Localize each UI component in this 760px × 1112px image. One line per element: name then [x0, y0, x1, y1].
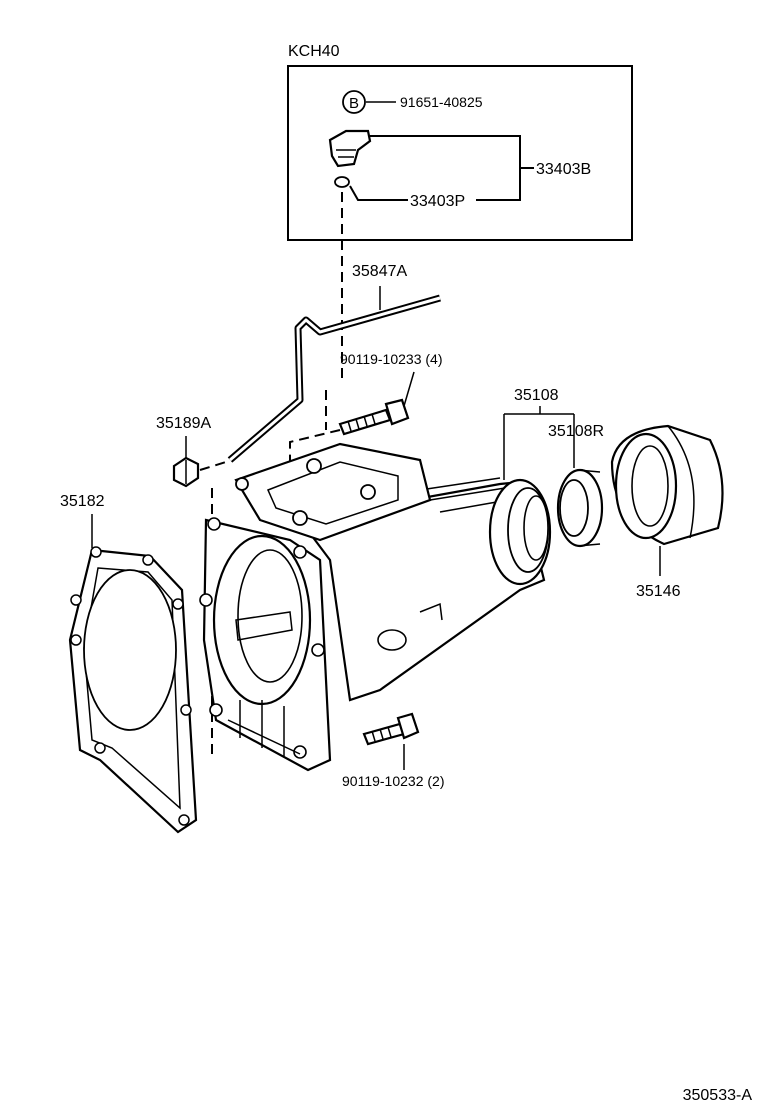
bolt-lower — [362, 712, 420, 746]
drain-plug — [172, 456, 200, 488]
oil-seal — [556, 468, 604, 548]
dust-deflector — [610, 424, 724, 546]
bolt-marker: B — [342, 90, 366, 114]
label-35189a: 35189A — [156, 415, 211, 432]
label-33403p: 33403P — [410, 193, 465, 210]
label-35847a: 35847A — [352, 263, 407, 280]
label-91651-40825: 91651-40825 — [400, 94, 483, 110]
extension-housing — [199, 442, 552, 772]
label-90119-10232: 90119-10232 (2) — [342, 773, 444, 789]
label-35146: 35146 — [636, 583, 681, 600]
label-35182: 35182 — [60, 493, 105, 510]
label-35108: 35108 — [514, 387, 559, 404]
speed-sensor — [328, 129, 372, 168]
bolt-marker-letter: B — [349, 95, 359, 112]
breather-tube — [227, 294, 441, 463]
inset-frame — [287, 65, 633, 241]
label-90119-10233: 90119-10233 (4) — [340, 351, 442, 367]
label-35108r: 35108R — [548, 423, 604, 440]
drawing-number: 350533-A — [683, 1087, 753, 1104]
gasket — [68, 546, 198, 834]
inset-title: KCH40 — [288, 43, 340, 60]
bolt-upper — [338, 398, 410, 436]
label-33403b: 33403B — [536, 161, 591, 178]
o-ring — [334, 176, 350, 188]
